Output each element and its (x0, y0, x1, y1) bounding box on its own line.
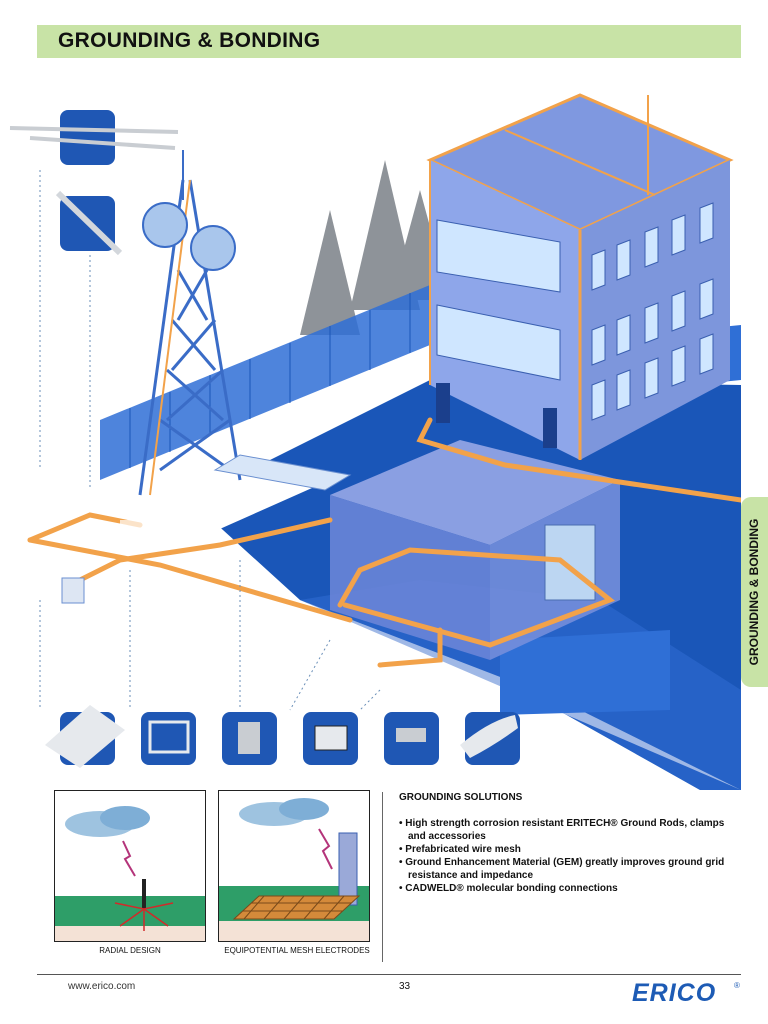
erico-logo-art: ERICO ® (632, 979, 740, 1007)
fence-left-mesh (129, 293, 411, 468)
solutions-item: • Ground Enhancement Material (GEM) grea… (399, 857, 725, 881)
logo-mark: ® (734, 981, 740, 990)
solutions-item: • High strength corrosion resistant ERIT… (399, 818, 725, 842)
product-thumbnails (45, 705, 520, 768)
canopy (213, 454, 352, 491)
page-title: GROUNDING & BONDING (58, 29, 321, 52)
mesh-electrodes-art (219, 798, 369, 941)
radial-design-caption: RADIAL DESIGN (99, 946, 161, 955)
equipment-cabinet (544, 524, 596, 601)
building-windows (436, 202, 714, 421)
dish-2 (190, 225, 236, 271)
solutions-list: • High strength corrosion resistant ERIT… (399, 817, 739, 895)
plate-electrode (61, 577, 85, 604)
erico-logo: ERICO ® (630, 978, 745, 1011)
shelter-front (330, 495, 490, 660)
footer-rule (37, 974, 741, 975)
grounding-solutions: GROUNDING SOLUTIONS • High strength corr… (399, 792, 739, 895)
solutions-item: • CADWELD® molecular bonding connections (399, 883, 618, 894)
side-tab[interactable]: GROUNDING & BONDING (741, 497, 768, 687)
column-divider (382, 792, 383, 962)
grounding-illustration (9, 93, 741, 790)
wire-mesh (120, 520, 170, 545)
shelter-top (330, 440, 620, 545)
door-1 (436, 383, 450, 423)
radial-design-diagram (54, 790, 206, 942)
leader-lines (39, 170, 381, 711)
fence-left (100, 285, 430, 480)
mesh-electrodes-diagram (218, 790, 370, 942)
mesh-electrodes-caption: EQUIPOTENTIAL MESH ELECTRODES (224, 946, 370, 955)
solutions-item: • Prefabricated wire mesh (399, 844, 521, 855)
road-left (30, 470, 330, 560)
logo-text: ERICO (632, 979, 716, 1006)
solutions-heading: GROUNDING SOLUTIONS (399, 792, 523, 803)
page-number: 33 (399, 981, 411, 992)
rods-thumb (60, 110, 115, 165)
side-tab-label: GROUNDING & BONDING (747, 518, 761, 666)
dish-1 (142, 202, 188, 248)
fence-right (500, 630, 670, 715)
radial-design-art (55, 806, 205, 941)
door-2 (543, 408, 557, 448)
header-band: GROUNDING & BONDING (37, 25, 741, 58)
footer-url-link[interactable]: www.erico.com (68, 981, 136, 992)
